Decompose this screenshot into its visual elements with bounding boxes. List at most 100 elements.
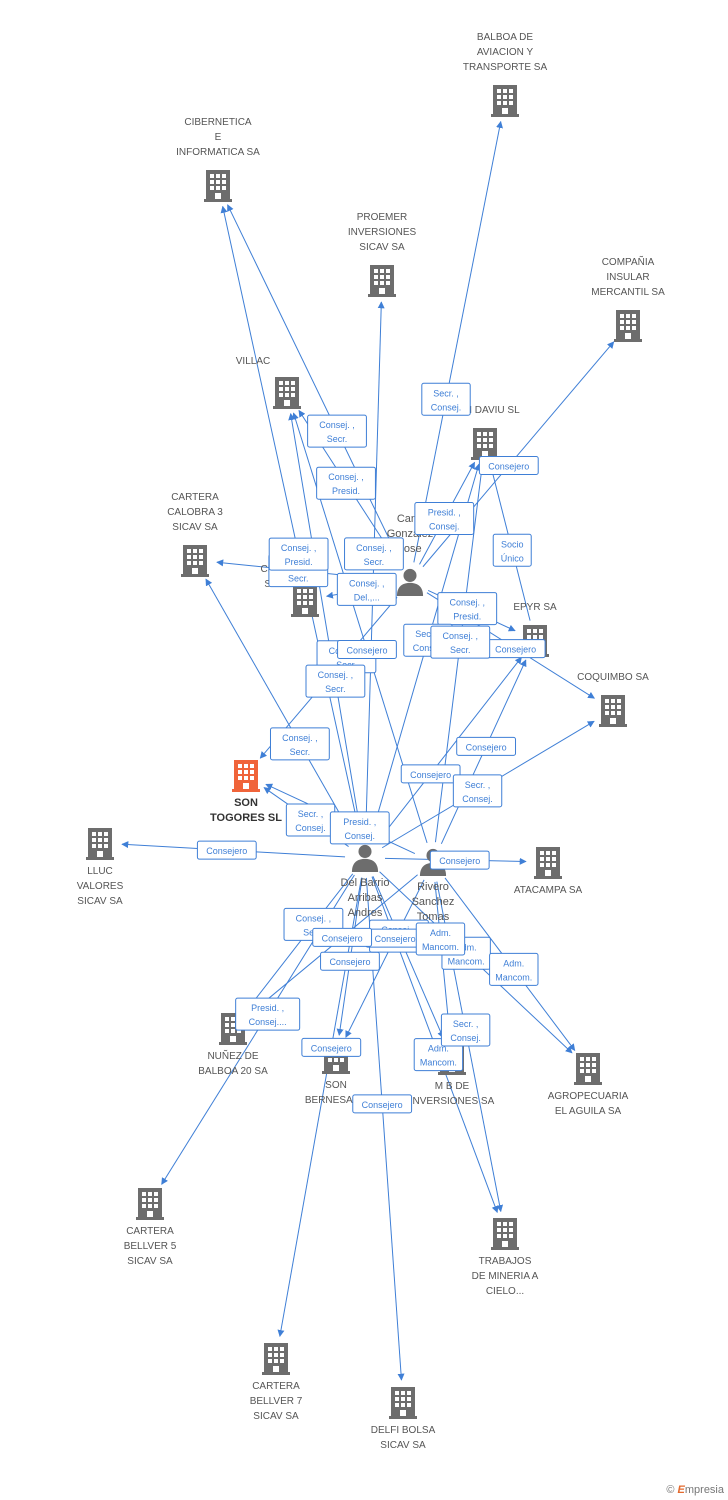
edge-label-text: Adm.: [503, 958, 524, 968]
building-icon: [204, 170, 232, 202]
edge-label-text: Consej.: [462, 794, 493, 804]
edge-label[interactable]: Consej. ,Secr.: [305, 664, 366, 698]
company-bellver5[interactable]: CARTERA BELLVER 5 SICAV SA: [124, 1188, 177, 1267]
building-icon: [614, 310, 642, 342]
edge-label[interactable]: Consejero: [400, 764, 461, 784]
edge-label[interactable]: Adm.Mancom.: [415, 922, 466, 956]
brand-name: mpresia: [684, 1484, 724, 1496]
edge-label[interactable]: Consej. ,Secr.: [307, 414, 367, 448]
edge-label-text: Consej. ,: [282, 733, 318, 743]
edge-delbarrio-mbde: [372, 876, 444, 1039]
edge-label-text: Consejero: [322, 933, 363, 943]
edge-label[interactable]: Consej. ,Del.,...: [336, 572, 397, 606]
edge-label-text: Consejero: [311, 1043, 352, 1053]
edge-label[interactable]: Presid. ,Consej.: [329, 811, 390, 845]
edge-label[interactable]: Consej. , Secr.: [430, 625, 491, 659]
edge-label[interactable]: Consejero: [196, 840, 257, 860]
empresia-brand[interactable]: © Empresia: [666, 1484, 724, 1496]
edge-label[interactable]: Consejero: [337, 639, 397, 659]
edge-label[interactable]: Presid. ,Consej....: [235, 997, 301, 1031]
edge-label[interactable]: Secr. ,Consej.: [285, 803, 336, 837]
company-label: TRANSPORTE SA: [463, 62, 548, 73]
edge-label[interactable]: Consejero: [429, 850, 490, 870]
company-label: CARTERA: [252, 1381, 300, 1392]
edge-label[interactable]: Consejero: [352, 1094, 413, 1114]
edge-label-box: [352, 1094, 413, 1114]
edge-label[interactable]: Consejero: [485, 639, 546, 659]
company-label: VALORES: [77, 881, 124, 892]
building-icon: [389, 1387, 417, 1419]
edge-label[interactable]: Consej. ,Secr.: [269, 727, 330, 761]
company-label: NUÑEZ DE: [207, 1049, 258, 1062]
edge-label[interactable]: Presid. ,Consej.: [414, 501, 475, 535]
company-label: BELLVER 5: [124, 1241, 177, 1252]
edge-label-text: Secr.: [450, 645, 471, 655]
edge-label-box: [235, 997, 301, 1031]
company-label: CARTERA: [126, 1226, 174, 1237]
building-icon: [232, 760, 260, 792]
edge-label-text: Secr.: [364, 557, 385, 567]
edge-label[interactable]: Consej. ,Presid.: [437, 592, 498, 626]
company-label: SON: [325, 1080, 347, 1091]
company-label: INFORMATICA SA: [176, 147, 260, 158]
edge-label[interactable]: Consejero: [312, 927, 373, 947]
edge-label[interactable]: Secr. ,Consej.: [452, 774, 503, 808]
company-label: EPYR SA: [513, 602, 557, 613]
edge-label[interactable]: Consej. ,Presid.: [316, 466, 376, 500]
edge-label-text: Consejero: [206, 846, 247, 856]
edge-label[interactable]: Consejero: [365, 928, 426, 948]
company-label: BALBOA 20 SA: [198, 1066, 268, 1077]
edge-label[interactable]: Secr. ,Consej.: [440, 1013, 491, 1047]
building-icon: [574, 1053, 602, 1085]
edge-label-text: Secr.: [325, 684, 346, 694]
company-sondaviu[interactable]: SON DAVIU SL: [450, 405, 520, 460]
company-villac[interactable]: VILLAC: [236, 356, 301, 409]
edge-label[interactable]: Consej. ,Presid.: [268, 537, 329, 571]
edge-label-text: Secr.: [288, 574, 309, 584]
company-coquimbo[interactable]: COQUIMBO SA: [577, 672, 649, 727]
company-label: SICAV SA: [127, 1256, 173, 1267]
edge-label[interactable]: Consej. , Secr.: [344, 537, 404, 571]
edge-label-text: Secr. ,: [453, 1019, 479, 1029]
edge-label[interactable]: Secr. ,Consej.: [421, 382, 471, 416]
edge-label-text: Consej. ,: [356, 543, 392, 553]
company-label: SICAV SA: [253, 1411, 299, 1422]
company-atacampa[interactable]: ATACAMPA SA: [514, 847, 583, 896]
company-epyr[interactable]: EPYR SA: [513, 602, 557, 657]
company-label: INSULAR: [606, 272, 649, 283]
building-icon: [471, 428, 499, 460]
edge-label-text: Mancom.: [420, 1058, 457, 1068]
edge-label[interactable]: Consejero: [301, 1037, 362, 1057]
edge-label-text: Consej. ,: [443, 631, 479, 641]
building-icon: [181, 545, 209, 577]
edge-label-box: [196, 840, 257, 860]
edge-label-text: Mancom.: [448, 956, 485, 966]
person-label: Rivero: [417, 881, 449, 893]
edge-label[interactable]: Consejero: [478, 456, 539, 476]
edge-label[interactable]: Consejero: [320, 951, 380, 971]
edge-label-box: [268, 537, 329, 571]
edge-label[interactable]: Adm.Mancom.: [489, 952, 539, 986]
edge-label[interactable]: Adm.Mancom.: [413, 1038, 464, 1072]
building-icon: [86, 828, 114, 860]
company-nunez[interactable]: NUÑEZ DE BALBOA 20 SA: [198, 1013, 268, 1077]
building-icon: [291, 585, 319, 617]
edge-label[interactable]: Consejero: [456, 736, 517, 756]
